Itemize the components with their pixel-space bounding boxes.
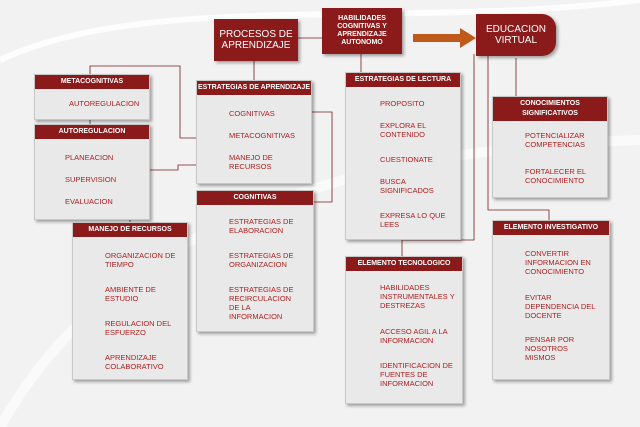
- habilidades-label: HABILIDADES COGNITIVAS Y APRENDIZAJE AUT…: [337, 14, 387, 47]
- card-title: ESTRATEGIAS DE APRENDIZAJE: [197, 81, 311, 95]
- list-item: PROPOSITO: [380, 99, 425, 108]
- metacognitivas-card: METACOGNITIVAS AUTOREGULACION: [34, 74, 150, 120]
- cognitivas-card: COGNITIVAS ESTRATEGIAS DE ELABORACION ES…: [196, 190, 314, 332]
- list-item: REGULACION DEL ESFUERZO: [105, 319, 171, 337]
- list-item: ORGANIZACION DE TIEMPO: [105, 251, 176, 269]
- list-item: SUPERVISION: [65, 175, 117, 184]
- list-item: ACCESO AGIL A LA INFORMACION: [380, 327, 448, 345]
- card-title: ELEMENTO INVESTIGATIVO: [493, 221, 609, 235]
- manejo-recursos-card: MANEJO DE RECURSOS ORGANIZACION DE TIEMP…: [72, 222, 188, 380]
- list-item: METACOGNITIVAS: [229, 131, 295, 140]
- educacion-label: EDUCACION VIRTUAL: [485, 23, 546, 47]
- list-item: EVALUACION: [65, 197, 113, 206]
- procesos-label: PROCESOS DE APRENDIZAJE: [219, 28, 293, 52]
- list-item: CONVERTIR INFORMACION EN CONOCIMIENTO: [525, 249, 591, 276]
- list-item: ESTRATEGIAS DE RECIRCULACION DE LA INFOR…: [229, 285, 294, 321]
- card-title: ESTRATEGIAS DE LECTURA: [346, 73, 460, 87]
- list-item: EXPRESA LO QUE LEES: [380, 211, 446, 229]
- estrategias-lectura-card: ESTRATEGIAS DE LECTURA PROPOSITO EXPLORA…: [345, 72, 461, 240]
- list-item: ESTRATEGIAS DE ELABORACION: [229, 217, 294, 235]
- list-item: EXPLORA EL CONTENIDO: [380, 121, 426, 139]
- card-title: AUTOREGULACION: [35, 125, 149, 139]
- list-item: COGNITIVAS: [229, 109, 275, 118]
- list-item: POTENCIALIZAR COMPETENCIAS: [525, 131, 586, 149]
- list-item: BUSCA SIGNIFICADOS: [380, 177, 434, 195]
- elemento-investigativo-card: ELEMENTO INVESTIGATIVO CONVERTIR INFORMA…: [492, 220, 610, 380]
- arrow-icon: [413, 28, 476, 48]
- card-title: COGNITIVAS: [197, 191, 313, 205]
- procesos-aprendizaje-box: PROCESOS DE APRENDIZAJE: [214, 19, 298, 61]
- card-title: CONOCIMIENTOS SIGNIFICATIVOS: [493, 97, 607, 121]
- list-item: MANEJO DE RECURSOS: [229, 153, 273, 171]
- list-item: CUESTIONATE: [380, 155, 433, 164]
- educacion-virtual-box: EDUCACION VIRTUAL: [476, 14, 556, 56]
- list-item: HABILIDADES INSTRUMENTALES Y DESTREZAS: [380, 283, 455, 310]
- elemento-tecnologico-card: ELEMENTO TECNOLOGICO HABILIDADES INSTRUM…: [345, 256, 463, 404]
- list-item: FORTALECER EL CONOCIMIENTO: [525, 167, 586, 185]
- list-item: APRENDIZAJE COLABORATIVO: [105, 353, 164, 371]
- card-title: MANEJO DE RECURSOS: [73, 223, 187, 237]
- card-title: ELEMENTO TECNOLOGICO: [346, 257, 462, 271]
- autoregulacion-card: AUTOREGULACION PLANEACION SUPERVISION EV…: [34, 124, 150, 220]
- list-item: AMBIENTE DE ESTUDIO: [105, 285, 156, 303]
- estrategias-aprendizaje-card: ESTRATEGIAS DE APRENDIZAJE COGNITIVAS ME…: [196, 80, 312, 184]
- card-title: METACOGNITIVAS: [35, 75, 149, 89]
- list-item: ESTRATEGIAS DE ORGANIZACION: [229, 251, 294, 269]
- list-item: AUTOREGULACION: [69, 99, 140, 108]
- list-item: PLANEACION: [65, 153, 114, 162]
- list-item: EVITAR DEPENDENCIA DEL DOCENTE: [525, 293, 596, 320]
- habilidades-box: HABILIDADES COGNITIVAS Y APRENDIZAJE AUT…: [322, 8, 402, 54]
- conocimientos-card: CONOCIMIENTOS SIGNIFICATIVOS POTENCIALIZ…: [492, 96, 608, 198]
- list-item: PENSAR POR NOSOTROS MISMOS: [525, 335, 575, 362]
- list-item: IDENTIFICACION DE FUENTES DE INFORMACION: [380, 361, 453, 388]
